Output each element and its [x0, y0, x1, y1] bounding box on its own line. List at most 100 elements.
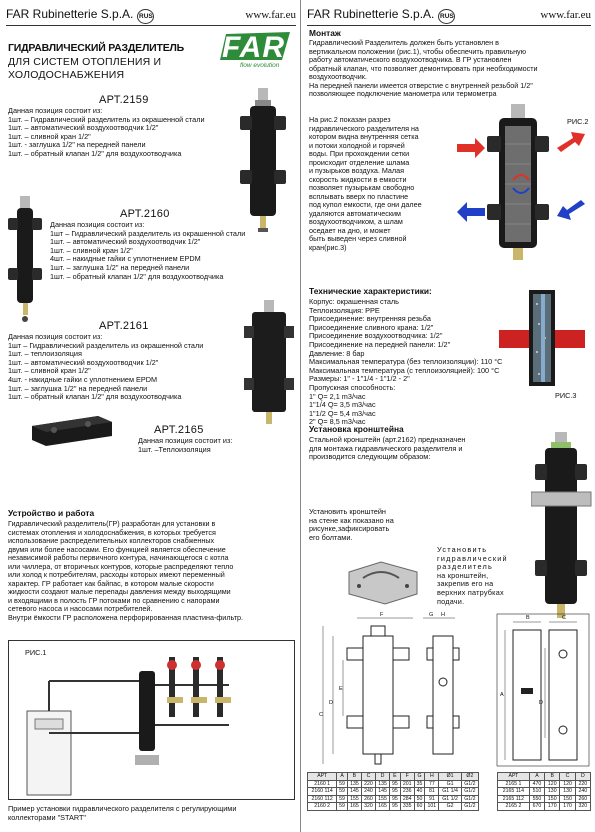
fig2-text: На рис.2 показан разрез гидравлического … — [309, 115, 445, 252]
spec-item: 1" Q= 2,1 m3/час — [309, 391, 366, 401]
list-item: 1шт. – заглушка 1/2" на передней панели — [50, 262, 190, 272]
dim-label-a: A — [500, 692, 504, 698]
text-line: на стене как показано на — [309, 515, 394, 525]
art-2161-list: Данная позиция состоит из: 1шт – Гидравл… — [8, 332, 203, 402]
spec-item: Присоединение сливного крана: 1/2" — [309, 322, 434, 332]
table-cell: G1 — [438, 779, 462, 788]
text-line: котором видна внутренняя сетка — [309, 132, 419, 141]
table-cell: 220 — [574, 779, 592, 788]
specs-heading: Технические характеристики: — [309, 286, 432, 296]
table-cell: 120 — [544, 779, 561, 788]
table-cell: 510 — [528, 787, 546, 796]
table-cell: G1 1/4 — [438, 787, 462, 796]
spec-item: Теплоизоляция: PPE — [309, 305, 380, 315]
text-line: или чиллера, от вторичных контуров, кото… — [8, 561, 234, 571]
spec-item: Пропускная способность: — [309, 382, 396, 392]
dim-label-c: C — [319, 712, 323, 718]
text-line: и входящими в полость ГР потоками по сра… — [8, 595, 220, 605]
logo-text: FAR — [222, 31, 285, 64]
bracket-step1: Установить кронштейн на стене как показа… — [309, 507, 394, 542]
separator-2160-image — [8, 196, 42, 322]
text-line: двумя или более насосами. Его функцией я… — [8, 544, 226, 554]
fig1-caption: Пример установки гидравлического раздели… — [8, 804, 237, 822]
table-cell: 170 — [559, 802, 576, 811]
text-line: всплывать вверх по пластине — [309, 191, 409, 201]
table-cell: 2165 112 — [497, 794, 530, 803]
art-2165-intro: Данная позиция состоит из: — [138, 436, 233, 445]
separator-section-image — [457, 104, 585, 260]
spec-item: Корпус: окрашенная сталь — [309, 297, 399, 306]
text-line: жидкости создают малые перепады давления… — [8, 587, 231, 596]
brand-name: FAR Rubinetterie S.p.A. — [6, 7, 134, 21]
table-cell: 95 — [389, 787, 401, 796]
table-header-cell: C — [559, 772, 576, 781]
text-line: вертикальном положении (рис.1), чтобы об… — [309, 46, 527, 56]
table-cell: 320 — [574, 802, 592, 811]
table-cell: 155 — [374, 794, 391, 803]
table-cell: 155 — [346, 794, 362, 803]
text-line: На рис.2 показан разрез — [309, 115, 391, 124]
dim-label-c2: C — [562, 615, 566, 621]
spec-item: 1"1/2 Q= 5,4 m3/час — [309, 408, 376, 418]
art-2160-intro: Данная позиция состоит из: — [50, 220, 145, 229]
spec-item: Давление: 8 бар — [309, 348, 365, 358]
dim-label-f: F — [380, 612, 384, 618]
text-line: гидравлический — [437, 553, 508, 563]
text-line: для монтажа гидравлического разделителя … — [309, 443, 463, 453]
text-line: происходит отделение шлама — [309, 157, 410, 167]
text-line: сетевого насоса и насосами потребителей. — [8, 604, 153, 613]
list-item: 1шт. –Теплоизоляция — [138, 444, 211, 454]
art-2165-list: Данная позиция состоит из: 1шт. –Теплоиз… — [138, 436, 233, 454]
table-header-cell: A — [336, 772, 348, 781]
cold-in-arrow-icon — [557, 200, 585, 220]
text-line: его болтами. — [309, 532, 353, 542]
table-cell: 2165 1 — [497, 779, 530, 788]
art-2161-title: АРТ.2161 — [99, 320, 149, 332]
specs-list: Корпус: окрашенная сталь Теплоизоляция: … — [309, 297, 509, 427]
table-cell: 120 — [559, 779, 576, 788]
table-header-cell: Ø2 — [460, 772, 480, 781]
caption-line: коллекторами "START" — [8, 812, 86, 822]
table-header-cell: B — [544, 772, 561, 781]
list-item: 4шт. – накидные гайки с уплотнением EPDM — [50, 254, 201, 264]
table-cell: 59 — [336, 802, 348, 811]
text-line: На передней панели имеется отверстие с в… — [309, 80, 533, 90]
text-line: характер. ГР работает как байпас, в кото… — [8, 578, 214, 588]
table-cell: 130 — [559, 787, 576, 796]
art-2159-title: АРТ.2159 — [99, 94, 149, 106]
table-header-row: АРТ A B C D E F G H Ø1 Ø2 — [306, 772, 480, 781]
text-line: закрепив его на — [437, 579, 494, 589]
text-line: и пузырьков воздуха. Малая — [309, 166, 404, 175]
fig2-label: РИС.2 — [567, 117, 589, 126]
list-item: 1шт. – заглушка 1/2" на передней панели — [8, 383, 148, 393]
right-column: FAR Rubinetterie S.p.A.RUS www.far.eu Мо… — [300, 0, 595, 832]
spec-item: Максимальная температура (без теплоизоля… — [309, 357, 503, 367]
text-line: использование распределительных коллекто… — [8, 536, 215, 545]
text-line: удаляются автоматическим — [309, 208, 401, 218]
separator-2159-image — [240, 88, 286, 232]
figure-1: РИС.1 — [8, 640, 295, 800]
dim-label-h: H — [441, 612, 445, 618]
table-cell: G1/2 — [460, 794, 480, 803]
table-cell: 335 — [399, 802, 415, 811]
table-cell: 60 — [413, 802, 426, 811]
site-link[interactable]: www.far.eu — [245, 8, 296, 21]
table-cell: 81 — [424, 787, 440, 796]
table-cell: 150 — [559, 794, 576, 803]
table-header-cell: D — [374, 772, 391, 781]
separator-2161-image — [244, 300, 294, 424]
dim-label-b: B — [526, 615, 530, 621]
list-item: 1шт. – сливной кран 1/2" — [8, 131, 91, 141]
table-cell: 284 — [399, 794, 415, 803]
text-line: на кронштейн, — [437, 570, 489, 580]
title-main: ГИДРАВЛИЧЕСКИЙ РАЗДЕЛИТЕЛЬ — [8, 42, 185, 54]
text-line: верхних патрубках — [437, 587, 504, 597]
left-header: FAR Rubinetterie S.p.A.RUS www.far.eu — [6, 4, 296, 26]
site-link[interactable]: www.far.eu — [540, 8, 591, 21]
caption-line: Пример установки гидравлического раздели… — [8, 804, 237, 813]
